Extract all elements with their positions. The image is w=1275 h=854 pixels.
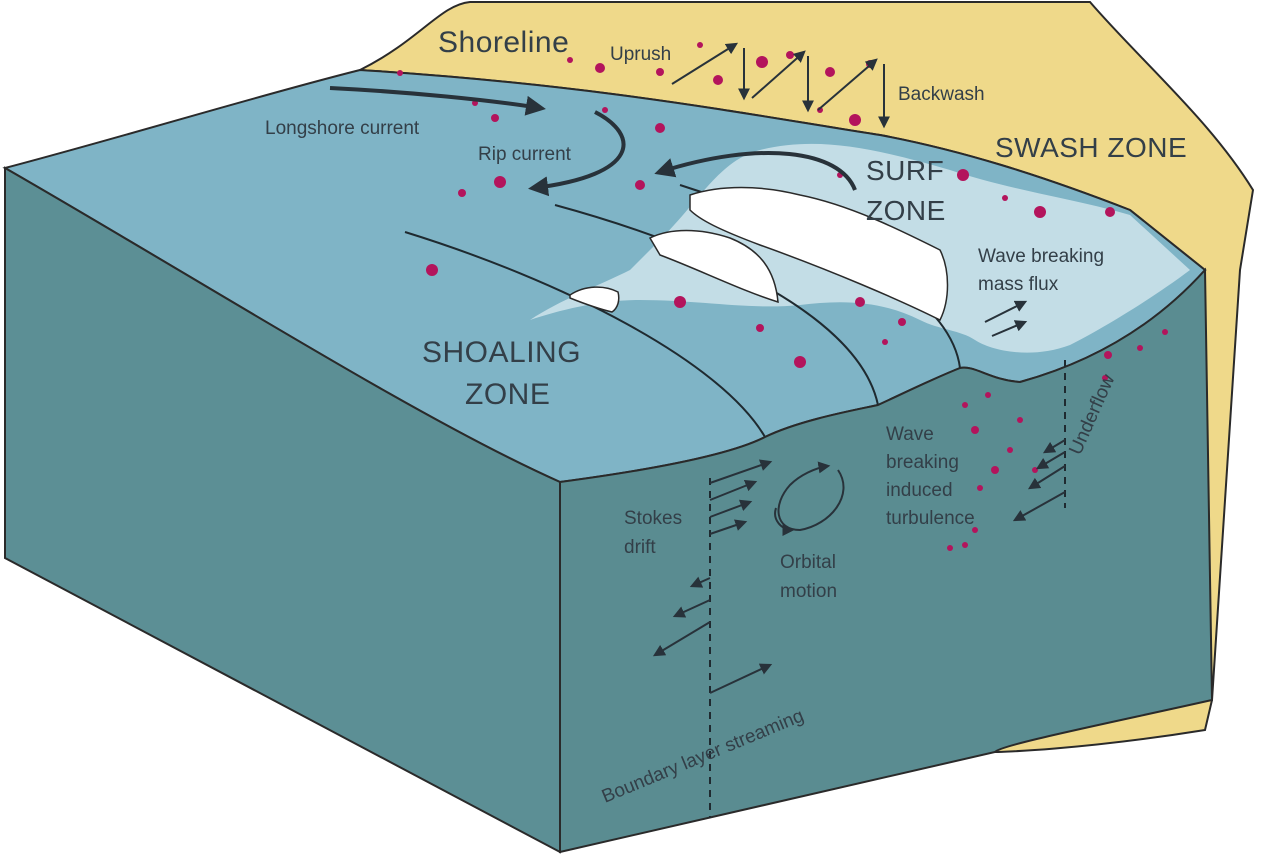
uprush-label: Uprush	[610, 44, 671, 65]
stokes-drift-arrows	[652, 459, 773, 694]
turbulence-label-line2: breaking	[886, 452, 959, 473]
wave-crest-line-1	[404, 231, 766, 438]
turbulence-label-line4: turbulence	[886, 508, 975, 529]
block-side-face	[559, 267, 1214, 854]
surf-zone-label-line1: SURF	[866, 155, 944, 186]
orbital-motion-label-line1: Orbital	[780, 552, 836, 573]
breaking-wave-foam-2	[648, 229, 779, 304]
mass-flux-arrow-1	[984, 300, 1028, 323]
shoaling-zone-label-line1: SHOALING	[422, 336, 581, 369]
longshore-current-arrow	[329, 86, 546, 116]
backwash-label: Backwash	[898, 84, 985, 105]
mass-flux-label-line1: Wave breaking	[978, 246, 1104, 267]
orbital-motion-label-line2: motion	[780, 581, 837, 602]
breaking-wave-foam-3	[569, 286, 620, 313]
rip-current-arrow	[528, 110, 626, 197]
mass-flux-label-line2: mass flux	[978, 274, 1059, 295]
mass-flux-arrow-2	[991, 320, 1028, 337]
breaking-wave-foam-1	[689, 186, 949, 322]
swash-zone-label: SWASH ZONE	[995, 132, 1187, 163]
turbulence-label-line1: Wave	[886, 424, 934, 445]
stokes-drift-label-line2: drift	[624, 537, 656, 558]
turbulence-label-line3: induced	[886, 480, 953, 501]
orbital-motion-arrow-2	[774, 507, 795, 536]
longshore-current-label: Longshore current	[265, 118, 420, 139]
underflow-arrows	[1012, 439, 1066, 522]
surf-return-arrow	[654, 151, 857, 191]
uprush-backwash-arrows	[671, 42, 890, 129]
sediment-particles	[397, 42, 1168, 551]
shoreline-label: Shoreline	[438, 26, 569, 59]
block-front-face	[4, 166, 561, 854]
surf-zone-label-line2: ZONE	[866, 195, 946, 226]
rip-current-label: Rip current	[478, 144, 572, 165]
stokes-drift-label-line1: Stokes	[624, 508, 682, 529]
shoaling-zone-label-line2: ZONE	[465, 378, 550, 411]
orbital-motion-arrow	[777, 461, 845, 532]
